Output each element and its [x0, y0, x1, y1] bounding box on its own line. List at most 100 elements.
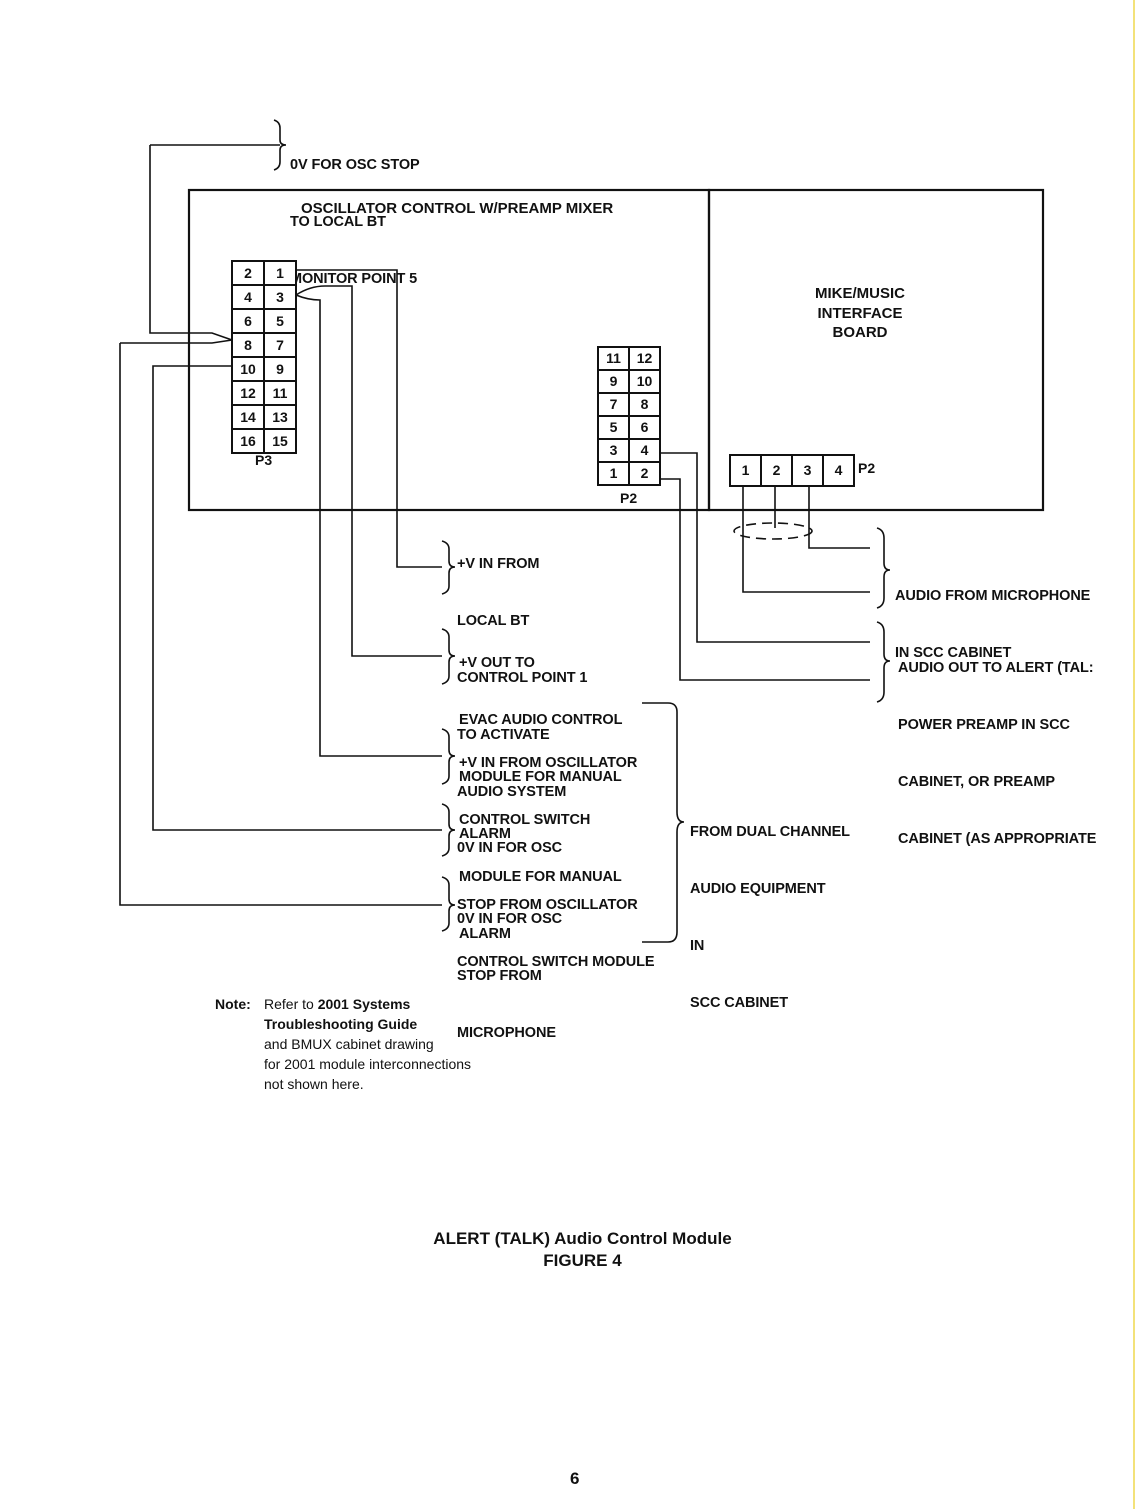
- note-text: Refer to: [264, 996, 318, 1012]
- label-line: CABINET (AS APPROPRIATE: [898, 831, 1097, 847]
- wire-p3-pin10: [152, 365, 442, 831]
- connector-pin: 3: [597, 438, 630, 463]
- label-v-in-osc-switch: +V IN FROM OSCILLATOR CONTROL SWITCH MOD…: [459, 716, 637, 963]
- connector-pin: 7: [263, 332, 297, 358]
- wire-osc-p2-pin2: [659, 478, 870, 681]
- wire-p3-pin3-a: [295, 285, 442, 657]
- label-line: 0V FOR OSC STOP: [290, 157, 420, 173]
- connector-pin: 6: [628, 415, 661, 440]
- label-line: MODULE FOR MANUAL: [459, 769, 622, 785]
- brace-osc-stop-switch: [441, 803, 456, 857]
- brace-v-in-local-bt: [441, 540, 456, 595]
- note-line-4: for 2001 module interconnections: [264, 1056, 472, 1072]
- connector-pin: 11: [263, 380, 297, 406]
- connector-pin: 16: [231, 428, 265, 454]
- figure-title: ALERT (TALK) Audio Control Module: [433, 1229, 732, 1248]
- connector-pin: 4: [822, 454, 855, 487]
- label-v-out-evac: +V OUT TO EVAC AUDIO CONTROL MODULE FOR …: [459, 616, 622, 863]
- label-line: +V IN FROM OSCILLATOR: [459, 755, 638, 771]
- title-line: BOARD: [832, 324, 888, 341]
- label-dual-channel: FROM DUAL CHANNEL AUDIO EQUIPMENT IN SCC…: [690, 785, 850, 1032]
- connector-pin: 14: [231, 404, 265, 430]
- note-line-3: and BMUX cabinet drawing: [264, 1036, 434, 1052]
- label-v-in-local-bt: +V IN FROM LOCAL BT CONTROL POINT 1 TO A…: [457, 517, 587, 821]
- brace-v-in-osc-switch: [441, 728, 456, 785]
- connector-pin: 12: [231, 380, 265, 406]
- label-line: 0V IN FOR OSC: [457, 840, 563, 856]
- connector-pin: 5: [263, 308, 297, 334]
- connector-pin: 10: [628, 369, 661, 394]
- connector-pin: 5: [597, 415, 630, 440]
- connector-pin: 2: [231, 260, 265, 286]
- oscillator-board-title: OSCILLATOR CONTROL W/PREAMP MIXER: [301, 200, 614, 217]
- connector-pin: 11: [597, 346, 630, 371]
- figure-number: FIGURE 4: [543, 1251, 622, 1270]
- label-line: STOP FROM: [457, 968, 542, 984]
- label-line: POWER PREAMP IN SCC: [898, 717, 1070, 733]
- brace-dual-channel: [642, 702, 685, 943]
- mike-music-board-outline: [707, 188, 1045, 512]
- wire-p3-pin8-a: [149, 144, 280, 341]
- connector-pin: 12: [628, 346, 661, 371]
- label-line: CONTROL SWITCH: [459, 812, 591, 828]
- wire-p3-pin8-b: [119, 339, 442, 906]
- note-bold-text: 2001 Systems: [317, 996, 411, 1012]
- connector-pin: 7: [597, 392, 630, 417]
- wire-p3-pin1: [296, 269, 442, 568]
- label-audio-out-alert: AUDIO OUT TO ALERT (TAL: POWER PREAMP IN…: [898, 621, 1096, 868]
- note-prefix: Note:: [215, 996, 251, 1012]
- label-line: EVAC AUDIO CONTROL: [459, 712, 623, 728]
- label-line: 0V IN FOR OSC: [457, 911, 563, 927]
- mike-music-board-title: MIKE/MUSIC INTERFACE BOARD: [780, 284, 940, 343]
- label-osc-stop-switch: 0V IN FOR OSC STOP FROM OSCILLATOR CONTR…: [457, 801, 655, 991]
- label-line: IN: [690, 938, 705, 954]
- figure-caption: ALERT (TALK) Audio Control Module FIGURE…: [15, 1228, 1135, 1272]
- label-line: MODULE FOR MANUAL: [459, 869, 622, 885]
- brace-v-out-evac: [441, 628, 456, 685]
- label-line: +V OUT TO: [459, 655, 535, 671]
- label-line: SCC CABINET: [690, 995, 788, 1011]
- label-line: +V IN FROM: [457, 556, 540, 572]
- note-line-1: Refer to 2001 Systems: [264, 994, 471, 1014]
- connector-mike-p2-label: P2: [858, 460, 876, 476]
- label-line: STOP FROM OSCILLATOR: [457, 897, 638, 913]
- brace-osc-stop-local-bt: [273, 119, 287, 171]
- connector-p3-label: P3: [255, 452, 273, 468]
- connector-pin: 10: [231, 356, 265, 382]
- label-line: CONTROL POINT 1: [457, 670, 588, 686]
- brace-osc-stop-mic: [441, 876, 456, 932]
- wire-mike-p2-pin1: [742, 485, 870, 593]
- brace-audio-out-alert: [876, 621, 891, 703]
- page-number: 6: [570, 1469, 580, 1488]
- label-line: AUDIO SYSTEM: [457, 784, 567, 800]
- connector-pin: 2: [628, 461, 661, 486]
- brace-audio-from-mic: [876, 527, 891, 609]
- wire-mike-p2-pin3: [808, 485, 870, 549]
- connector-pin: 9: [597, 369, 630, 394]
- wire-p3-pin3-b: [295, 294, 442, 757]
- connector-pin: 3: [791, 454, 824, 487]
- connector-pin: 6: [231, 308, 265, 334]
- label-line: MONITOR POINT 5: [290, 271, 418, 287]
- label-line: MICROPHONE: [457, 1025, 556, 1041]
- connector-pin: 15: [263, 428, 297, 454]
- label-line: FROM DUAL CHANNEL: [690, 824, 850, 840]
- connector-pin: 1: [597, 461, 630, 486]
- connector-pin: 3: [263, 284, 297, 310]
- connector-pin: 9: [263, 356, 297, 382]
- connector-pin: 2: [760, 454, 793, 487]
- connector-osc-p2-label: P2: [620, 490, 638, 506]
- label-osc-stop-mic: 0V IN FOR OSC STOP FROM MICROPHONE: [457, 872, 562, 1062]
- connector-pin: 13: [263, 404, 297, 430]
- label-line: AUDIO EQUIPMENT: [690, 881, 826, 897]
- note-line-5: not shown here.: [264, 1076, 364, 1092]
- label-audio-from-mic: AUDIO FROM MICROPHONE IN SCC CABINET: [895, 549, 1090, 682]
- shield-ellipse: [733, 522, 813, 540]
- label-line: LOCAL BT: [457, 613, 530, 629]
- connector-pin: 8: [231, 332, 265, 358]
- title-line: MIKE/MUSIC: [815, 285, 905, 302]
- connector-pin: 8: [628, 392, 661, 417]
- label-line: ALARM: [459, 826, 511, 842]
- wire-osc-p2-pin4: [659, 452, 870, 643]
